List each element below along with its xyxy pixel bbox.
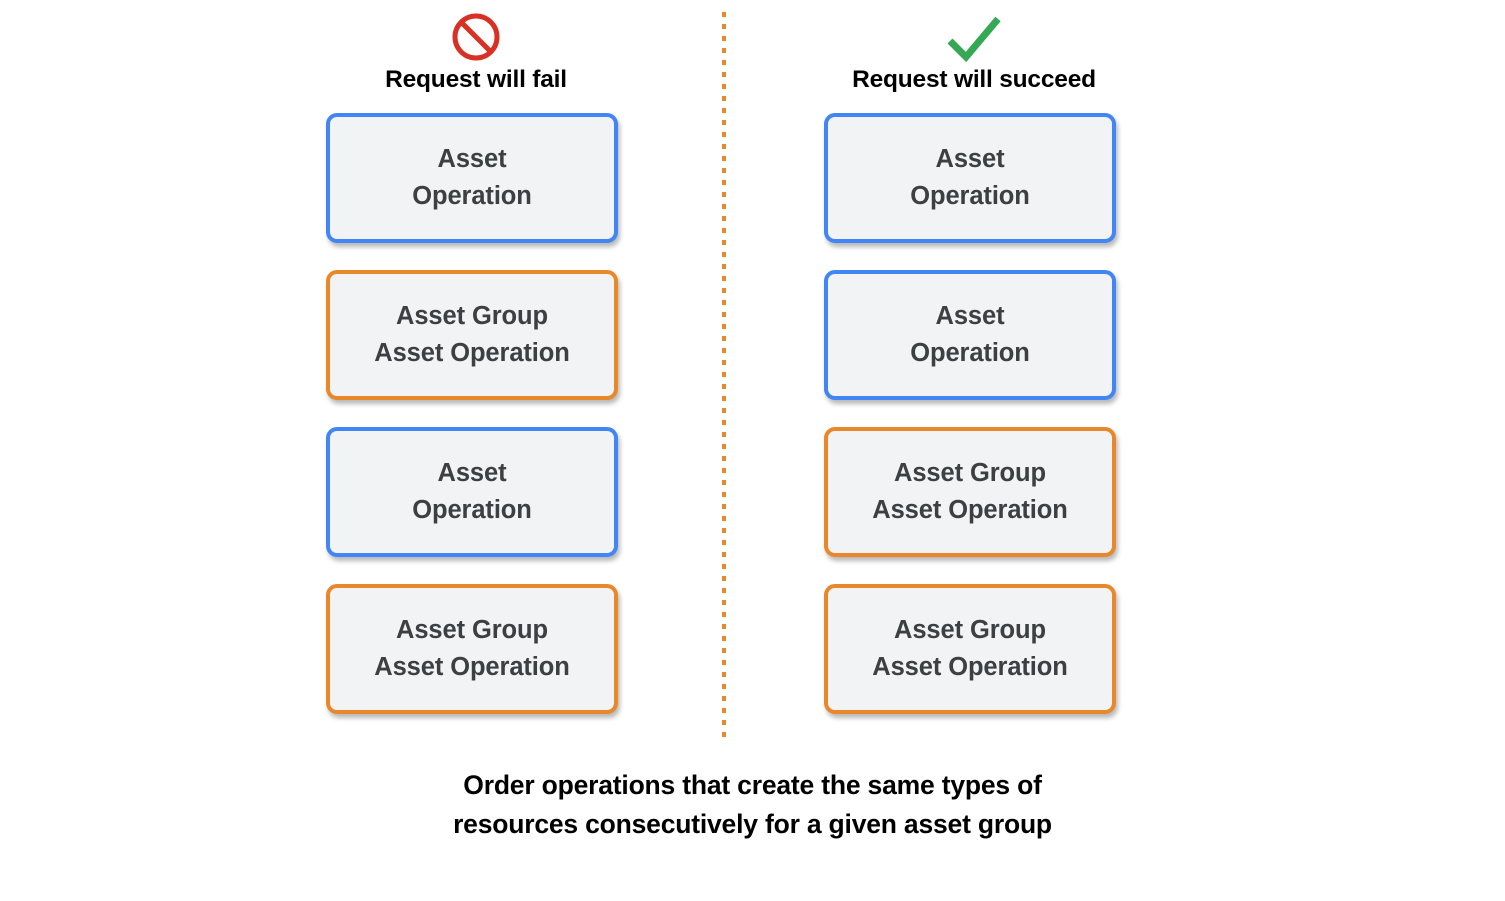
card-label: Asset Operation	[412, 145, 532, 210]
card-list-succeed: Asset Operation Asset Operation Asset Gr…	[824, 113, 1124, 714]
column-request-will-fail: Request will fail Asset Operation Asset …	[326, 12, 626, 714]
card-label: Asset Group Asset Operation	[872, 459, 1068, 524]
card-asset-operation[interactable]: Asset Operation	[824, 113, 1116, 243]
card-list-fail: Asset Operation Asset Group Asset Operat…	[326, 113, 626, 714]
card-label: Asset Group Asset Operation	[374, 302, 570, 367]
card-asset-group-asset-operation[interactable]: Asset Group Asset Operation	[326, 270, 618, 400]
card-label: Asset Group Asset Operation	[872, 616, 1068, 681]
column-title-fail: Request will fail	[385, 66, 567, 93]
card-label: Asset Operation	[910, 302, 1030, 367]
column-header-fail: Request will fail	[326, 12, 626, 102]
card-asset-group-asset-operation[interactable]: Asset Group Asset Operation	[326, 584, 618, 714]
card-asset-group-asset-operation[interactable]: Asset Group Asset Operation	[824, 427, 1116, 557]
column-title-succeed: Request will succeed	[852, 66, 1096, 93]
card-asset-operation[interactable]: Asset Operation	[326, 113, 618, 243]
vertical-dotted-divider	[722, 12, 726, 737]
column-request-will-succeed: Request will succeed Asset Operation Ass…	[824, 12, 1124, 714]
card-asset-group-asset-operation[interactable]: Asset Group Asset Operation	[824, 584, 1116, 714]
diagram-caption: Order operations that create the same ty…	[453, 770, 1052, 839]
prohibition-icon	[450, 12, 502, 62]
card-asset-operation[interactable]: Asset Operation	[824, 270, 1116, 400]
card-label: Asset Group Asset Operation	[374, 616, 570, 681]
card-label: Asset Operation	[910, 145, 1030, 210]
card-asset-operation[interactable]: Asset Operation	[326, 427, 618, 557]
checkmark-icon	[943, 12, 1005, 63]
card-label: Asset Operation	[412, 459, 532, 524]
column-header-succeed: Request will succeed	[824, 12, 1124, 102]
